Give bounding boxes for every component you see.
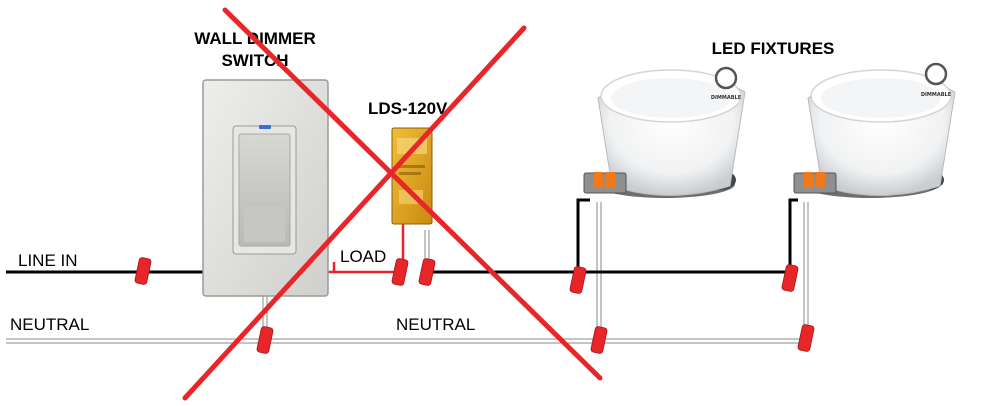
module-label: LDS-120V [368, 99, 448, 118]
load-label: LOAD [340, 247, 386, 266]
led-fixture-1: DIMMABLE [583, 66, 746, 198]
wire-nut-load [391, 258, 409, 286]
wire-nut-line-in [134, 257, 152, 285]
neutral-label-mid: NEUTRAL [396, 315, 475, 334]
wire-nut-fixture2-neutral [797, 324, 815, 352]
wire-nuts [134, 257, 815, 354]
wall-dimmer-switch [202, 79, 329, 297]
led-fixture-2: DIMMABLE [793, 62, 956, 198]
indicator-led [259, 125, 271, 129]
wire-nut-fixture1-neutral [590, 326, 608, 354]
dimmable-badge-label: DIMMABLE [711, 95, 742, 101]
cross-out-mark [182, 7, 603, 401]
line-in-label: LINE IN [18, 251, 78, 270]
wire-nut-module [418, 258, 436, 286]
led-fixtures-title: LED FIXTURES [712, 39, 835, 58]
wire-nut-fixture2-hot [781, 264, 799, 292]
dimmable-badge-icon-2 [924, 62, 948, 86]
wire-nut-fixture1-hot [569, 266, 587, 294]
neutral-wire [6, 202, 810, 344]
wire-nut-neutral-switch [256, 326, 274, 354]
dimmable-badge-label-2: DIMMABLE [921, 92, 952, 98]
neutral-label-left: NEUTRAL [10, 315, 89, 334]
dimmable-badge-icon [714, 66, 738, 90]
